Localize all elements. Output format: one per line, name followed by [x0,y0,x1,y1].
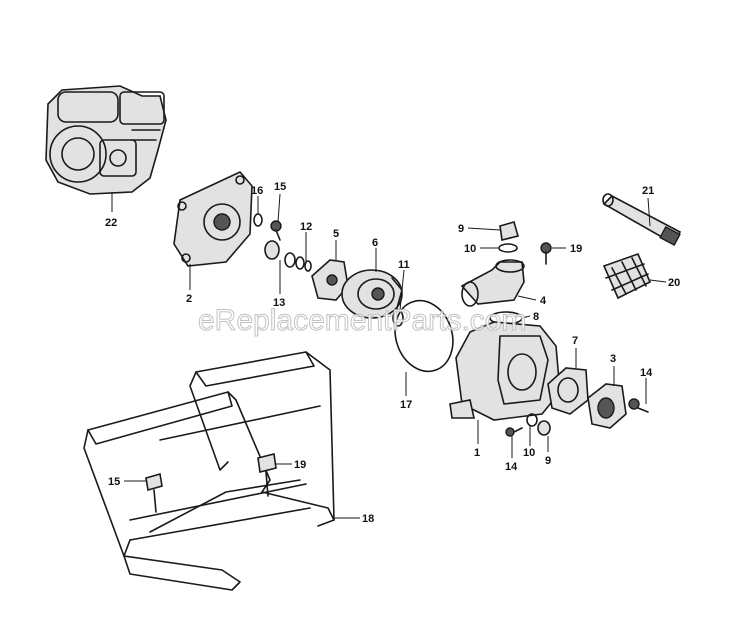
callout-12: 12 [300,221,312,233]
callout-14-bottom: 14 [505,461,518,473]
bolt-15-part [270,220,282,241]
callout-21: 21 [642,185,654,197]
callout-18: 18 [362,513,374,525]
callout-1: 1 [474,447,480,459]
oring-11-part [392,309,404,327]
gasket-17-part [394,299,454,373]
discharge-fitting-part [460,259,525,307]
callout-2: 2 [186,293,192,305]
callout-4: 4 [540,295,547,307]
callout-7: 7 [572,335,578,347]
callout-20: 20 [668,277,680,289]
plug-9-bottom-part [537,420,551,436]
seal-13-part [264,240,305,270]
pump-casing-part [449,321,561,421]
strainer-part [602,252,652,300]
frame-part [83,351,335,591]
callout-14-right: 14 [640,367,653,379]
callout-6: 6 [372,237,378,249]
bolt-14-bottom-part [505,427,523,437]
callout-19-frame: 19 [294,459,306,471]
watermark: eReplacementParts.com [198,304,526,337]
callout-11: 11 [398,259,410,271]
washer-10-bottom-part [526,413,538,427]
callout-13: 13 [273,297,285,309]
callout-3: 3 [610,353,616,365]
callout-15-top: 15 [274,181,286,193]
pipe-21-part [602,193,682,247]
leader-lines [111,192,667,519]
impeller-part [311,259,349,301]
inlet-cover-part [587,383,627,429]
bolt-14-right-part [628,398,649,413]
cap-9-top-part [499,221,519,241]
oring-10-top-part [498,243,518,253]
callout-19-top: 19 [570,243,582,255]
bolt-19-top-part [540,242,552,265]
callout-9-top: 9 [458,223,464,235]
callout-8: 8 [533,311,539,323]
callout-16: 16 [251,185,263,197]
callout-5: 5 [333,228,339,240]
bolt-19-frame-part [257,453,277,497]
bolt-15-frame-part [145,472,163,513]
callout-9-bottom: 9 [545,455,551,467]
callout-10-top: 10 [464,243,476,255]
back-plate-part [173,171,253,267]
callout-labels: 22 2 16 15 12 13 5 6 11 17 9 10 19 4 8 2… [105,181,680,525]
callout-15-frame: 15 [108,476,120,488]
callout-22: 22 [105,217,117,229]
engine-part [45,85,167,195]
washer-16-part [253,213,263,227]
callout-10-bottom: 10 [523,447,535,459]
callout-17: 17 [400,399,412,411]
seal-12-part [304,260,312,272]
